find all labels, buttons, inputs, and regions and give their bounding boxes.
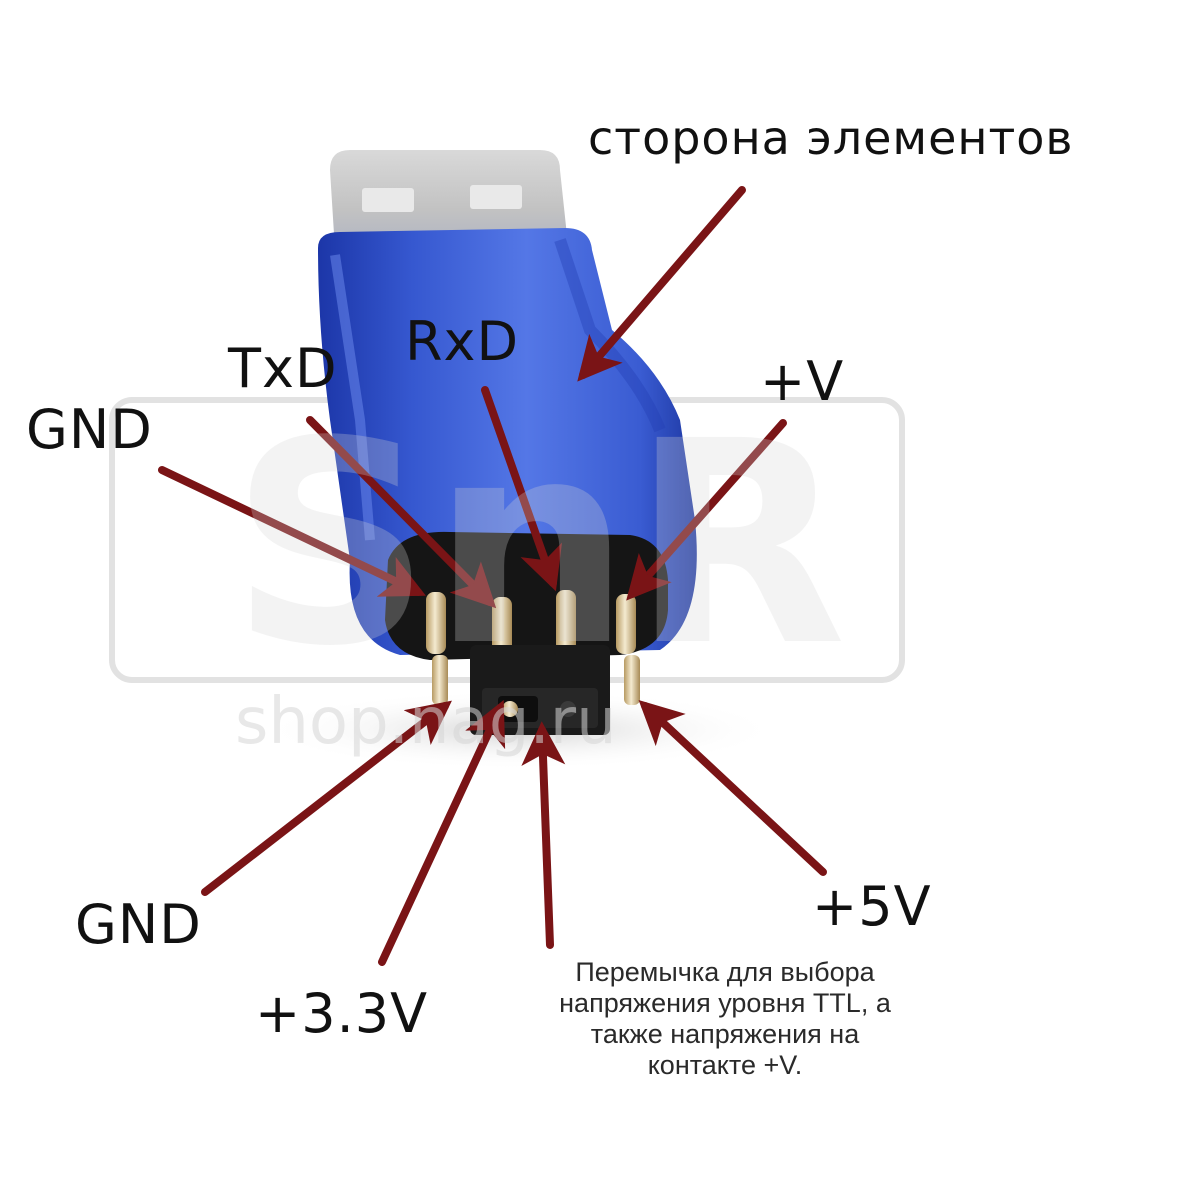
jumper-note: Перемычка для выбора напряжения уровня T…: [500, 957, 950, 1081]
watermark-logo: SnR: [230, 382, 847, 708]
arrow-plus-v: [626, 419, 787, 601]
label-gnd-top: GND: [26, 398, 153, 461]
label-5v: +5V: [812, 875, 932, 938]
label-components-side: сторона элементов: [588, 111, 1074, 165]
arrow-gnd-top: [158, 466, 426, 597]
arrow-txd: [306, 416, 497, 609]
label-rxd: RxD: [405, 310, 520, 373]
pin-plus-v: [616, 594, 636, 654]
pin-txd: [492, 597, 512, 654]
arrow-rxd: [481, 386, 563, 592]
label-txd: TxD: [228, 337, 338, 400]
arrow-components-side: [577, 186, 746, 382]
arrow-5v: [638, 699, 827, 876]
pointer-arrows: [158, 186, 827, 966]
watermark-site: shop.nag.ru: [235, 685, 617, 759]
jumper-note-line: Перемычка для выбора: [575, 957, 875, 987]
label-3v3: +3.3V: [255, 982, 429, 1045]
usb-plug: [330, 150, 568, 250]
label-gnd-bottom: GND: [75, 893, 202, 956]
upper-pins: [426, 590, 636, 654]
jumper-note-line: напряжения уровня TTL, а: [559, 988, 891, 1018]
arrow-gnd-bottom: [201, 700, 452, 896]
label-plus-v: +V: [760, 350, 845, 413]
pin-rxd: [556, 590, 576, 652]
jumper-note-line: также напряжения на: [590, 1019, 860, 1049]
arrow-jumper: [521, 721, 566, 949]
arrow-3v3: [378, 700, 506, 966]
jumper-note-line: контакте +V.: [647, 1050, 803, 1080]
pin-gnd-top: [426, 592, 446, 654]
